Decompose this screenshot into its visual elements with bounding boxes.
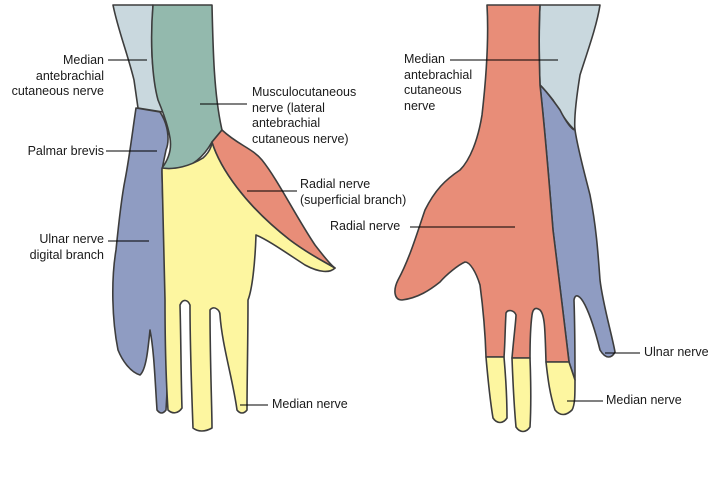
leader-lines (106, 59, 640, 406)
dorsal-radial-region (394, 4, 570, 363)
label-palmar-musculocutaneous: Musculocutaneous nerve (lateral antebrac… (252, 85, 357, 146)
palmar-radial-region (211, 129, 336, 269)
label-dorsal-median: Median nerve (606, 393, 682, 407)
dorsal-median-finger-3 (545, 361, 576, 416)
label-dorsal-radial: Radial nerve (330, 219, 401, 233)
palmar-musculocutaneous-region (150, 4, 223, 171)
label-dorsal-median-antebrachial: Median antebrachial cutaneous nerve (404, 52, 473, 113)
label-palmar-radial-superficial: Radial nerve (superficial branch) (300, 177, 407, 207)
palmar-ulnar-region (112, 107, 169, 414)
dorsal-median-finger-1 (485, 356, 508, 424)
label-palmar-ulnar-digital: Ulnar nerve digital branch (29, 232, 104, 262)
label-palmar-median: Median nerve (272, 397, 348, 411)
label-palmar-brevis: Palmar brevis (27, 144, 104, 158)
label-palmar-median-antebrachial: Median antebrachial cutaneous nerve (11, 53, 104, 98)
dorsal-hand (394, 4, 616, 433)
label-dorsal-ulnar: Ulnar nerve (644, 345, 709, 359)
palmar-hand (112, 4, 336, 432)
dorsal-median-finger-2 (511, 357, 532, 433)
